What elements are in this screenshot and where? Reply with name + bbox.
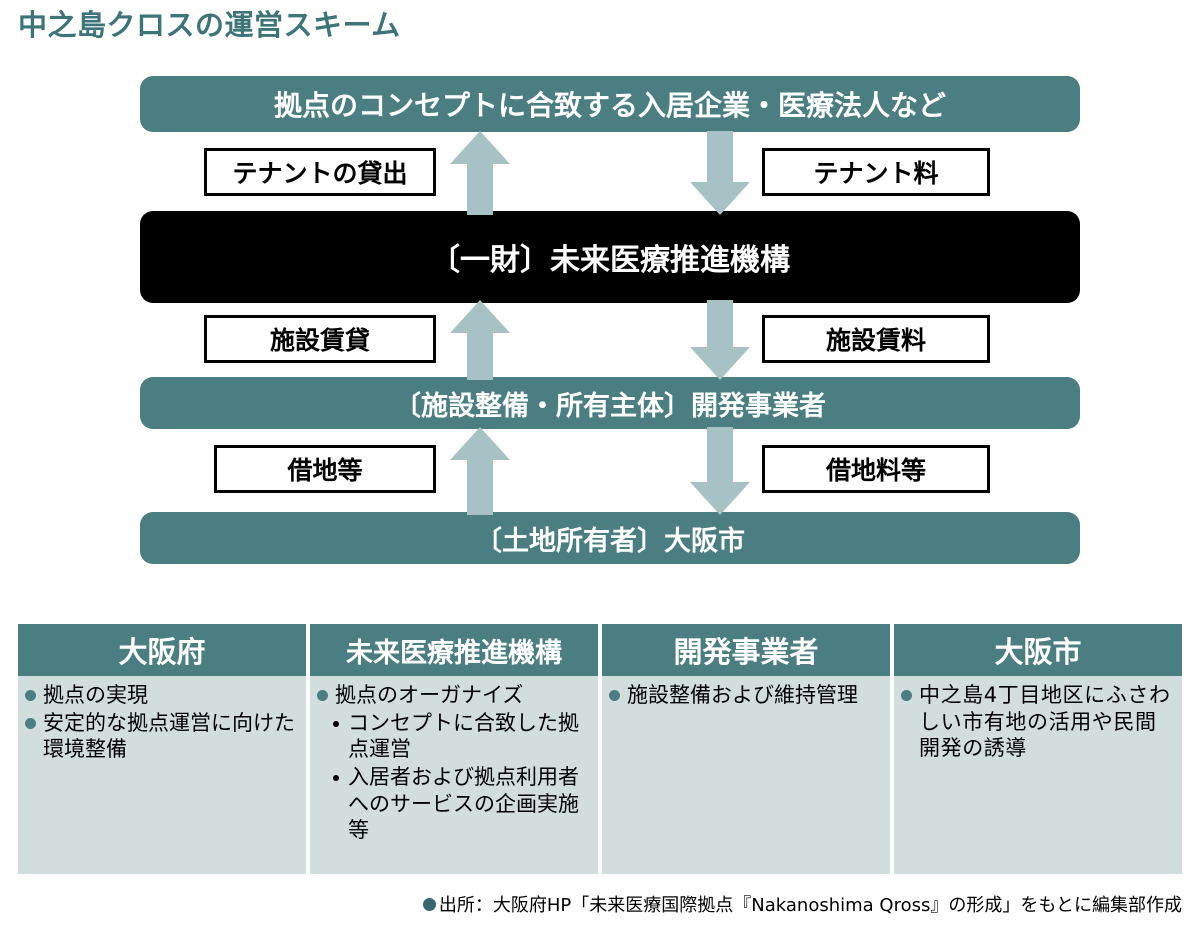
role-card-header-text: 開発事業者 xyxy=(673,635,819,669)
source-note: 出所：大阪府HP「未来医療国際拠点『Nakanoshima Qross』の形成」… xyxy=(422,891,1182,917)
flow-label-land-fee-text: 借地料等 xyxy=(825,456,926,485)
flow-bar-tenants: 拠点のコンセプトに合致する入居企業・医療法人など xyxy=(140,76,1080,132)
list-item: 拠点のオーガナイズ xyxy=(316,682,590,709)
role-card-developer: 開発事業者 施設整備および維持管理 xyxy=(602,624,890,874)
flow-label-land-lease: 借地等 xyxy=(214,445,436,493)
flow-bar-organization: 〔一財〕未来医療推進機構 xyxy=(140,211,1080,303)
role-card-body: 施設整備および維持管理 xyxy=(602,676,890,709)
list-item: 拠点の実現 xyxy=(24,682,298,709)
arrow-down-icon xyxy=(690,131,750,215)
flow-label-tenant-fee-text: テナント料 xyxy=(813,159,939,188)
role-card-body: 拠点のオーガナイズ コンセプトに合致した拠点運営 入居者および拠点利用者へのサー… xyxy=(310,676,598,844)
role-card-osaka-prefecture: 大阪府 拠点の実現 安定的な拠点運営に向けた環境整備 xyxy=(18,624,306,874)
flow-label-tenant-fee: テナント料 xyxy=(762,148,990,196)
role-card-header: 大阪府 xyxy=(18,624,306,676)
flow-label-facility-lease-text: 施設賃貸 xyxy=(269,326,370,355)
flow-label-land-lease-text: 借地等 xyxy=(287,456,363,485)
list-item: 安定的な拠点運営に向けた環境整備 xyxy=(24,710,298,763)
role-card-mirai-medical-organization: 未来医療推進機構 拠点のオーガナイズ コンセプトに合致した拠点運営 入居者および… xyxy=(310,624,598,874)
arrow-up-icon xyxy=(450,131,510,215)
page-title: 中之島クロスの運営スキーム xyxy=(18,8,401,42)
flow-bar-city: 〔土地所有者〕大阪市 xyxy=(140,512,1080,564)
flow-bar-organization-label: 〔一財〕未来医療推進機構 xyxy=(430,243,790,278)
role-card-body: 拠点の実現 安定的な拠点運営に向けた環境整備 xyxy=(18,676,306,763)
flow-label-facility-lease: 施設賃貸 xyxy=(204,315,436,363)
bullet-dot-icon xyxy=(422,897,436,911)
role-card-osaka-city: 大阪市 中之島4丁目地区にふさわしい市有地の活用や民間開発の誘導 xyxy=(894,624,1182,874)
arrow-down-icon xyxy=(690,427,750,515)
arrow-up-icon xyxy=(450,427,510,515)
role-card-header-text: 大阪市 xyxy=(994,635,1082,669)
role-card-header: 大阪市 xyxy=(894,624,1182,676)
flow-bar-developer-label: 〔施設整備・所有主体〕開発事業者 xyxy=(394,390,826,422)
flow-bar-developer: 〔施設整備・所有主体〕開発事業者 xyxy=(140,377,1080,429)
list-item: コンセプトに合致した拠点運営 xyxy=(316,710,590,763)
flow-label-facility-fee-text: 施設賃料 xyxy=(825,326,926,355)
role-card-header-text: 大阪府 xyxy=(118,635,206,669)
role-card-header: 開発事業者 xyxy=(602,624,890,676)
flow-bar-city-label: 〔土地所有者〕大阪市 xyxy=(475,525,745,557)
role-card-header-text: 未来医療推進機構 xyxy=(346,637,562,669)
flow-label-tenant-lease: テナントの貸出 xyxy=(204,148,436,196)
arrow-up-icon xyxy=(450,300,510,380)
list-item: 中之島4丁目地区にふさわしい市有地の活用や民間開発の誘導 xyxy=(900,682,1174,762)
role-card-header: 未来医療推進機構 xyxy=(310,624,598,676)
flow-bar-tenants-label: 拠点のコンセプトに合致する入居企業・医療法人など xyxy=(273,89,946,122)
role-card-body: 中之島4丁目地区にふさわしい市有地の活用や民間開発の誘導 xyxy=(894,676,1182,762)
source-note-text: 出所：大阪府HP「未来医療国際拠点『Nakanoshima Qross』の形成」… xyxy=(438,895,1182,916)
flow-label-facility-fee: 施設賃料 xyxy=(762,315,990,363)
list-item: 施設整備および維持管理 xyxy=(608,682,882,709)
flow-label-tenant-lease-text: テナントの貸出 xyxy=(232,159,408,188)
arrow-down-icon xyxy=(690,300,750,380)
list-item: 入居者および拠点利用者へのサービスの企画実施 等 xyxy=(316,764,590,844)
flow-label-land-fee: 借地料等 xyxy=(762,445,990,493)
